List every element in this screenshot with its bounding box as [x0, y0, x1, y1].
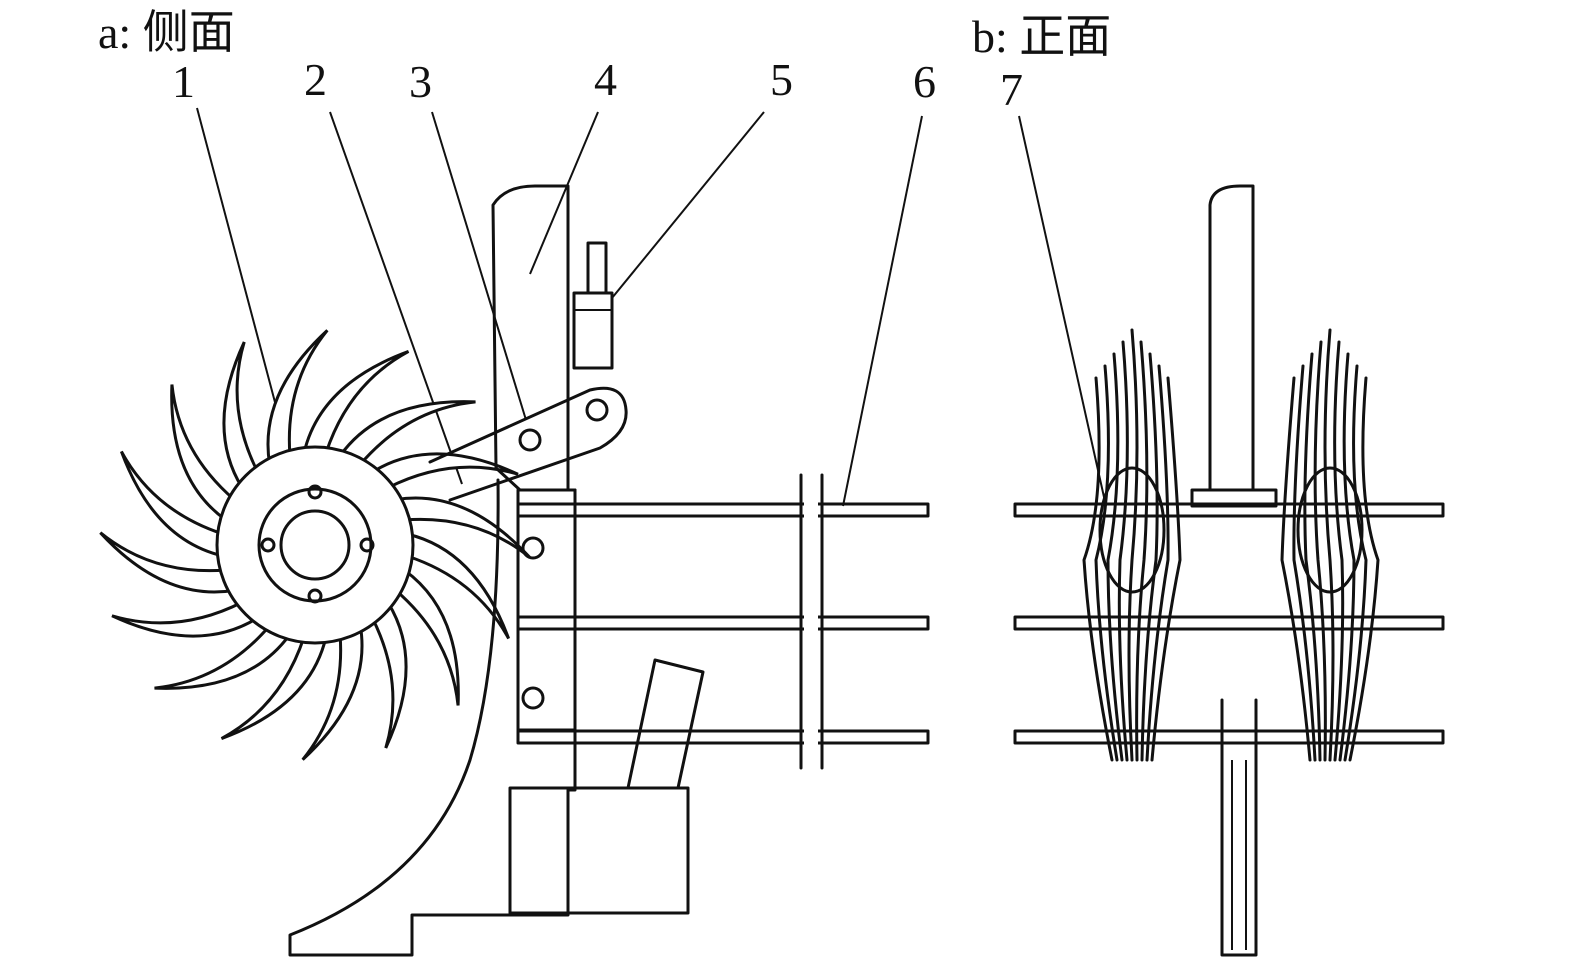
tine: [370, 601, 408, 749]
front-tine-group: [1082, 328, 1380, 762]
wheel-disc: [215, 445, 415, 645]
side-view-drawing: [99, 184, 930, 957]
front-rod: [1013, 615, 1445, 631]
inclined-tube: [626, 658, 705, 790]
tine: [99, 531, 235, 594]
front-tine: [1135, 340, 1149, 762]
front-tine: [1313, 340, 1327, 762]
hub-bolt: [307, 484, 323, 500]
upright-plate: [491, 184, 570, 492]
front-tine: [1280, 376, 1312, 762]
part-number-1: 1: [172, 56, 195, 107]
front-wheel-disc: [1098, 466, 1166, 594]
front-upright: [1208, 184, 1255, 492]
tine-group: [99, 329, 531, 761]
front-tine: [1082, 376, 1114, 762]
front-tine: [1145, 364, 1170, 762]
tine: [371, 452, 519, 490]
front-tine: [1292, 364, 1317, 762]
part-number-7: 7: [1000, 64, 1023, 115]
leader-line-7: [1018, 115, 1107, 507]
front-tine: [1338, 352, 1356, 762]
tine: [119, 450, 224, 558]
tine: [222, 341, 260, 489]
front-tine: [1150, 376, 1182, 762]
front-tine: [1348, 376, 1380, 762]
tine: [266, 329, 329, 465]
tine: [111, 600, 259, 638]
front-tine: [1323, 328, 1335, 762]
adjust-screw-rod: [586, 241, 608, 295]
leader-line-5: [611, 111, 765, 299]
arm-bolt: [518, 428, 542, 452]
side-rod: [516, 502, 930, 518]
front-tine: [1333, 340, 1345, 762]
leader-line-2: [329, 111, 463, 485]
front-view-label: b: 正面: [972, 11, 1111, 62]
break-gap: [804, 470, 818, 770]
leader-line-4: [529, 111, 599, 275]
front-crossbar: [1190, 488, 1278, 508]
part-number-4: 4: [594, 54, 617, 105]
shank: [288, 478, 577, 957]
pivot-arm: [428, 386, 628, 502]
side-rod: [516, 615, 930, 631]
part-number-3: 3: [409, 56, 432, 107]
hub-bore: [279, 509, 351, 581]
tine: [170, 384, 236, 522]
side-rods: [516, 470, 930, 770]
leader-lines: [196, 107, 1107, 507]
tine: [220, 636, 328, 741]
front-rod: [1013, 502, 1445, 518]
arm-pivot: [585, 398, 609, 422]
leader-line-3: [431, 111, 527, 421]
tine: [394, 568, 460, 706]
tine: [302, 349, 410, 454]
bottom-block: [508, 786, 690, 915]
front-wheel-disc: [1296, 466, 1364, 594]
mount-bolt: [521, 686, 545, 710]
leader-line-6: [842, 115, 923, 507]
front-tine: [1094, 364, 1119, 762]
front-tine: [1127, 328, 1139, 762]
mount-bolt: [521, 536, 545, 560]
front-shank: [1220, 698, 1258, 957]
front-view-drawing: [1013, 184, 1445, 957]
mount-plate: [516, 488, 577, 732]
front-rod: [1013, 729, 1445, 745]
hub-bolt: [260, 537, 276, 553]
side-view-label: a: 侧面: [98, 7, 235, 58]
side-rod: [516, 729, 930, 745]
part-number-6: 6: [913, 56, 936, 107]
tine: [338, 400, 476, 466]
tine: [154, 624, 292, 690]
tine: [406, 532, 511, 640]
front-tine: [1117, 340, 1129, 762]
front-tine: [1140, 352, 1159, 762]
front-tine: [1303, 352, 1322, 762]
hub-bolt: [307, 588, 323, 604]
part-number-5: 5: [770, 54, 793, 105]
front-tine: [1343, 364, 1368, 762]
tine: [301, 625, 364, 761]
front-tine: [1106, 352, 1124, 762]
hub-bolt: [359, 537, 375, 553]
adjust-screw-sleeve: [572, 291, 614, 370]
part-number-2: 2: [304, 54, 327, 105]
leader-line-1: [196, 107, 286, 441]
